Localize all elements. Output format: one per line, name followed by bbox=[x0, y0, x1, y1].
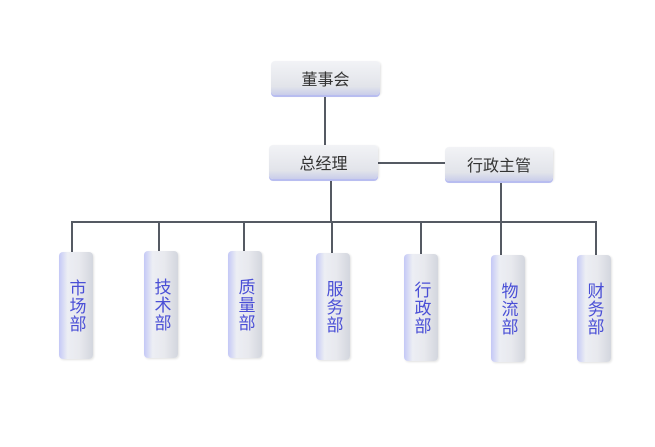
dept-label: 行政部 bbox=[410, 280, 431, 335]
dept-label: 财务部 bbox=[583, 281, 604, 336]
drop-line bbox=[243, 221, 245, 251]
dept-marketing[interactable]: 市场部 bbox=[59, 252, 93, 359]
connector-board-gm bbox=[324, 96, 326, 145]
connector-gm-admin bbox=[378, 162, 445, 164]
dept-service[interactable]: 服务部 bbox=[316, 253, 350, 360]
dept-technology[interactable]: 技术部 bbox=[144, 251, 178, 358]
node-general-manager[interactable]: 总经理 bbox=[269, 145, 378, 179]
department-bus-line bbox=[71, 221, 597, 223]
dept-administration[interactable]: 行政部 bbox=[404, 254, 438, 361]
connector-admin-logistics bbox=[500, 182, 502, 255]
node-label: 行政主管 bbox=[466, 156, 531, 175]
drop-line bbox=[420, 221, 422, 254]
dept-logistics[interactable]: 物流部 bbox=[491, 255, 525, 362]
dept-label: 服务部 bbox=[322, 279, 343, 334]
node-admin-supervisor[interactable]: 行政主管 bbox=[445, 147, 553, 181]
dept-finance[interactable]: 财务部 bbox=[577, 255, 611, 362]
dept-quality[interactable]: 质量部 bbox=[228, 251, 262, 358]
drop-line bbox=[158, 221, 160, 251]
node-board[interactable]: 董事会 bbox=[271, 61, 380, 95]
dept-label: 市场部 bbox=[65, 278, 86, 333]
connector-gm-bus bbox=[330, 180, 332, 222]
drop-line bbox=[71, 221, 73, 252]
node-label: 董事会 bbox=[301, 70, 350, 89]
node-label: 总经理 bbox=[299, 154, 348, 173]
dept-label: 物流部 bbox=[497, 281, 518, 336]
drop-line bbox=[331, 221, 333, 253]
dept-label: 质量部 bbox=[234, 277, 255, 332]
dept-label: 技术部 bbox=[150, 277, 171, 332]
drop-line bbox=[595, 221, 597, 255]
